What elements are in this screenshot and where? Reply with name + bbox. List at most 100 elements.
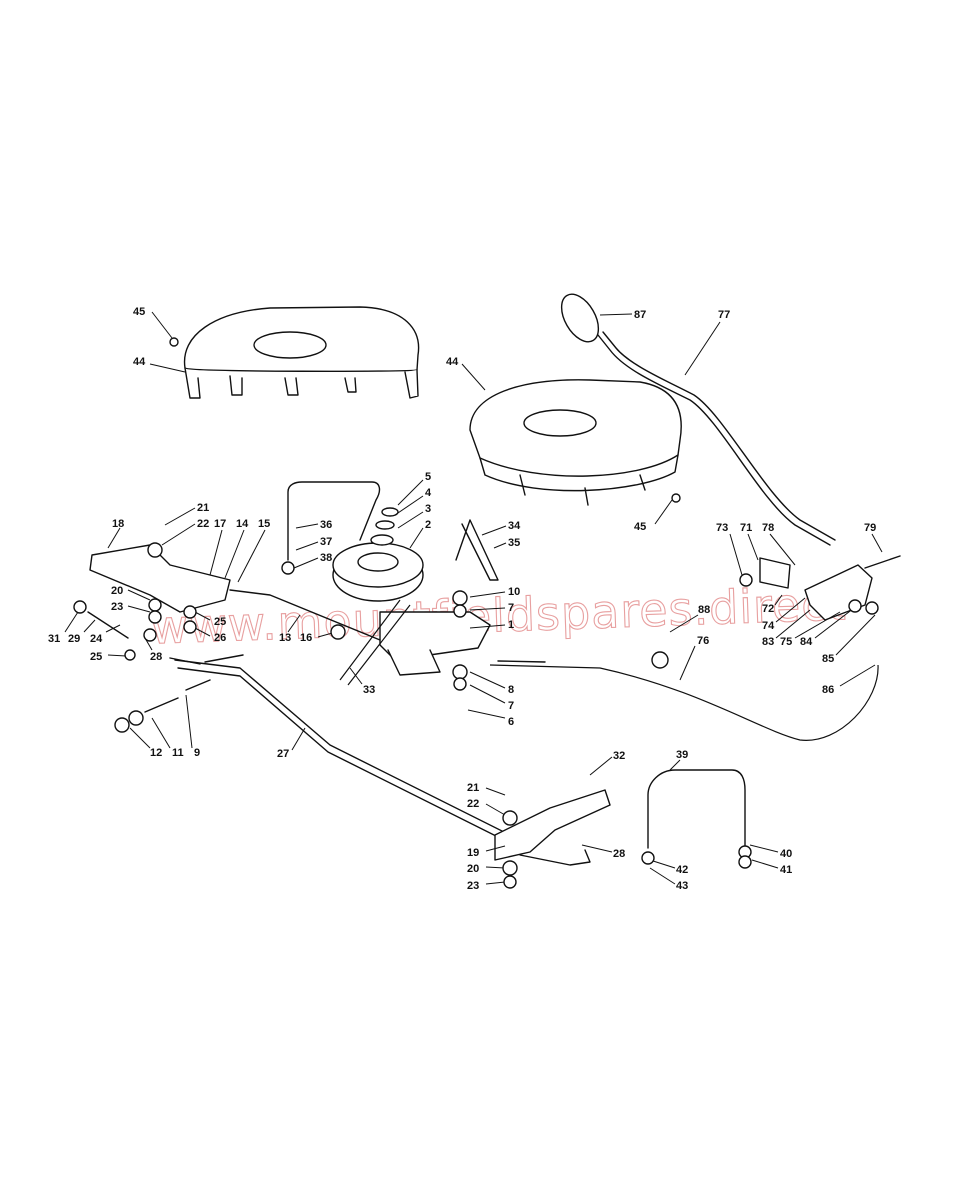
callout-20-top: 20 (111, 585, 151, 601)
callout-11: 11 (151, 717, 184, 759)
part-number-label: 23 (111, 601, 123, 613)
part-number-label: 23 (467, 880, 479, 892)
part-number-label: 32 (613, 750, 625, 762)
callout-24: 24 (90, 624, 121, 645)
part-number-label: 19 (467, 847, 479, 859)
part-number-label: 15 (258, 518, 270, 530)
callouts: 45 44 44 87 77 5 4 3 2 36 37 38 34 35 45… (48, 306, 883, 892)
part-number-label: 43 (676, 880, 688, 892)
hardware (73, 337, 879, 889)
callout-15: 15 (237, 518, 270, 583)
part-number-label: 11 (172, 747, 184, 759)
part-number-label: 9 (194, 747, 200, 759)
part-number-label: 7 (508, 700, 514, 712)
callout-5: 5 (397, 471, 431, 506)
part-number-label: 28 (613, 848, 625, 860)
part-number-label: 44 (446, 356, 459, 368)
control-rod-27 (174, 659, 511, 843)
callout-23-bottom: 23 (467, 880, 506, 892)
part-number-label: 88 (698, 604, 710, 616)
part-number-label: 87 (634, 309, 646, 321)
callout-33: 33 (349, 667, 375, 696)
part-number-label: 14 (236, 518, 249, 530)
tension-bracket (379, 611, 491, 676)
part-number-label: 78 (762, 522, 774, 534)
callout-27: 27 (277, 727, 306, 760)
callout-21-top: 21 (164, 502, 209, 526)
part-number-label: 31 (48, 633, 60, 645)
callout-29: 29 (68, 619, 96, 645)
part-number-label: 29 (68, 633, 80, 645)
callout-22-top: 22 (161, 518, 209, 546)
callout-1: 1 (469, 619, 514, 631)
cable-85 (489, 664, 879, 741)
callout-71: 71 (740, 522, 759, 561)
part-number-label: 13 (279, 632, 291, 644)
part-number-label: 85 (822, 653, 834, 665)
callout-13: 13 (279, 614, 301, 644)
callout-19: 19 (467, 845, 506, 859)
callout-23-top: 23 (111, 601, 151, 613)
part-number-label: 25 (214, 616, 226, 628)
callout-39: 39 (669, 749, 688, 771)
callout-77: 78 (762, 522, 796, 566)
part-number-label: 28 (150, 651, 162, 663)
callout-45-right: 45 (634, 499, 673, 533)
callout-8: 8 (469, 671, 514, 696)
part-number-label: 71 (740, 522, 752, 534)
callout-75: 75 (780, 611, 841, 648)
callout-12: 12 (129, 727, 162, 759)
callout-41: 41 (751, 859, 792, 876)
callout-44-left: 44 (133, 356, 186, 373)
part-number-label: 3 (425, 503, 431, 515)
part-number-label: 24 (90, 633, 103, 645)
part-number-label: 10 (508, 586, 520, 598)
part-number-label: 12 (150, 747, 162, 759)
part-number-label: 16 (300, 632, 312, 644)
part-number-label: 39 (676, 749, 688, 761)
callout-35: 35 (493, 537, 520, 549)
part-number-label: 1 (508, 619, 514, 631)
callout-9: 10 (469, 586, 520, 598)
part-number-label: 7 (508, 602, 514, 614)
callout-22-bottom: 22 (467, 798, 506, 816)
part-number-label: 76 (697, 635, 709, 647)
pulley-clutch (332, 507, 424, 602)
callout-72: 72 (762, 594, 783, 615)
callout-25-left: 25 (90, 651, 127, 663)
springs (87, 611, 546, 713)
part-number-label: 38 (320, 552, 332, 564)
left-blade-cover (183, 306, 420, 399)
callout-3: 3 (397, 503, 431, 529)
callout-74: 74 (762, 597, 806, 632)
callout-25-right: 25 (194, 611, 226, 628)
callout-18: 18 (107, 518, 124, 549)
callout-16: 17 (209, 518, 226, 576)
callout-79: 83 (762, 609, 811, 648)
callout-31: 31 (48, 611, 79, 645)
callout-38: 38 (293, 552, 332, 569)
callout-2: 2 (409, 519, 431, 549)
part-number-label: 21 (467, 782, 479, 794)
part-number-label: 45 (133, 306, 145, 318)
lower-plate (494, 789, 611, 866)
part-number-label: 22 (467, 798, 479, 810)
u-rod-36 (287, 481, 381, 561)
callout-20-bottom: 20 (467, 863, 506, 875)
callout-32: 32 (589, 750, 625, 776)
part-number-label: 42 (676, 864, 688, 876)
callout-87: 87 (599, 309, 646, 321)
callout-37: 37 (295, 536, 332, 551)
callout-40: 40 (749, 844, 792, 860)
part-number-label: 4 (425, 487, 432, 499)
part-number-label: 5 (425, 471, 431, 483)
part-number-label: 8 (508, 684, 514, 696)
part-number-label: 40 (780, 848, 792, 860)
part-number-label: 37 (320, 536, 332, 548)
drive-belt (339, 599, 411, 686)
part-number-label: 35 (508, 537, 520, 549)
part-number-label: 45 (634, 521, 646, 533)
part-number-label: 86 (822, 684, 834, 696)
part-number-label: 84 (800, 636, 813, 648)
